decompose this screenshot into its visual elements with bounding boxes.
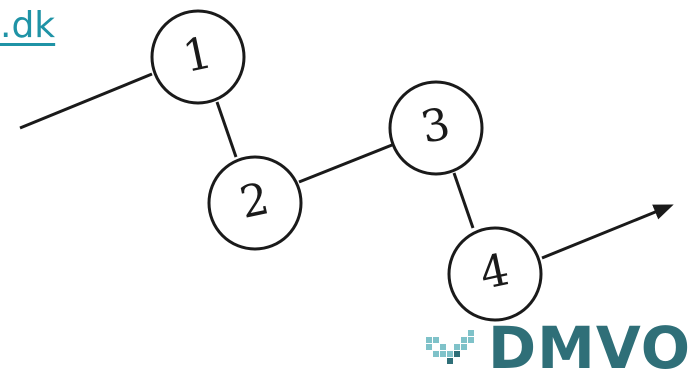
- logo-mark-square: [461, 337, 467, 343]
- logo-mark-square: [454, 351, 460, 357]
- node-1: 1: [150, 9, 246, 105]
- logo-mark-square: [433, 351, 439, 357]
- logo-text: DMVO: [488, 314, 692, 382]
- logo-mark-square: [433, 337, 439, 343]
- logo-mark-square: [468, 337, 474, 343]
- node-4: 4: [447, 226, 543, 322]
- edge-out-arrow: [541, 204, 674, 260]
- logo-mark-square: [440, 351, 446, 357]
- edge-3-4: [452, 172, 475, 229]
- dmvo-logo: DMVO: [424, 318, 691, 378]
- logo-mark-square: [426, 344, 432, 350]
- logo-mark-square: [468, 330, 474, 336]
- domain-link[interactable]: .dk: [0, 5, 56, 46]
- checkmark-pixel-icon: [426, 330, 474, 364]
- node-2: 2: [207, 155, 303, 251]
- logo-mark-square: [461, 344, 467, 350]
- logo-mark-square: [426, 337, 432, 343]
- logo-mark-square: [447, 351, 453, 357]
- node-3: 3: [388, 80, 484, 176]
- edge-2-3: [298, 143, 393, 184]
- edge-1-2: [215, 101, 238, 158]
- logo-mark-square: [440, 344, 446, 350]
- logo-mark-square: [447, 358, 453, 364]
- logo-mark-square: [454, 344, 460, 350]
- edge-in: [19, 72, 153, 130]
